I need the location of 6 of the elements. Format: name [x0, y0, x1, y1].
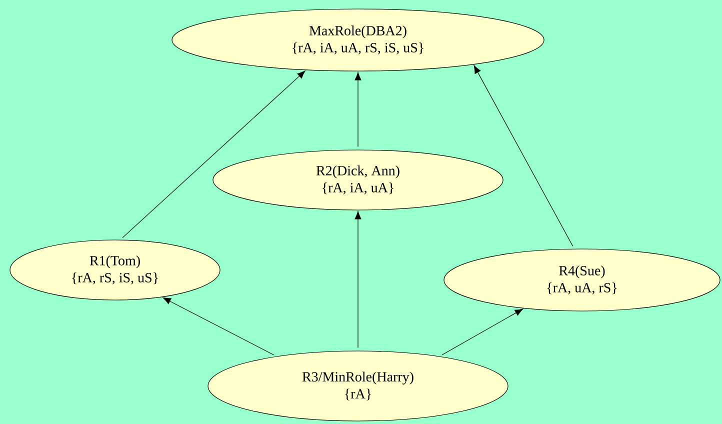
- arrow: [162, 297, 274, 356]
- arrow: [474, 65, 574, 246]
- arrow: [122, 70, 306, 238]
- arrow: [354, 211, 362, 348]
- arrow: [442, 308, 524, 356]
- arrow: [354, 72, 362, 147]
